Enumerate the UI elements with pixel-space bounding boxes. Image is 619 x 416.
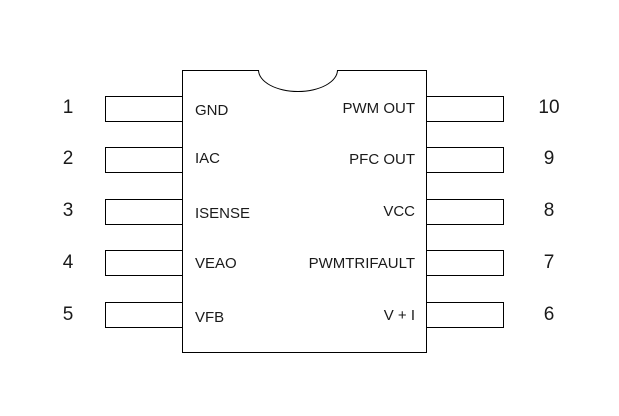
pin-10-lead (427, 96, 504, 122)
pin-number: 10 (538, 97, 560, 118)
pin-8-lead (427, 199, 504, 225)
pin-label: PWM OUT (342, 100, 416, 117)
pin-label: ISENSE (195, 205, 251, 222)
pin-number: 3 (62, 200, 74, 221)
pin-label: IAC (195, 150, 221, 167)
pin-label: VFB (195, 309, 225, 326)
pin-number: 8 (543, 200, 555, 221)
pin-3-lead (105, 199, 182, 225)
pin-label: V + I (383, 307, 415, 324)
pin-number: 9 (543, 148, 555, 169)
pin-number: 6 (543, 304, 555, 325)
pin-label: PWMTRIFAULT (308, 255, 415, 272)
pin-2-lead (105, 147, 182, 173)
pin-number: 5 (62, 304, 74, 325)
pin-5-lead (105, 302, 182, 328)
ic-body (182, 70, 427, 353)
pin-number: 4 (62, 252, 74, 273)
pin-6-lead (427, 302, 504, 328)
pin-7-lead (427, 250, 504, 276)
pin-label: VEAO (195, 255, 237, 272)
pin-label: GND (195, 102, 229, 119)
pin-number: 7 (543, 252, 555, 273)
pin-label: VCC (383, 203, 415, 220)
pin-1-lead (105, 96, 182, 122)
pin-number: 1 (62, 97, 74, 118)
pin-label: PFC OUT (349, 151, 415, 168)
pin1-notch (258, 70, 338, 92)
pin-4-lead (105, 250, 182, 276)
pin-number: 2 (62, 148, 74, 169)
pin-9-lead (427, 147, 504, 173)
